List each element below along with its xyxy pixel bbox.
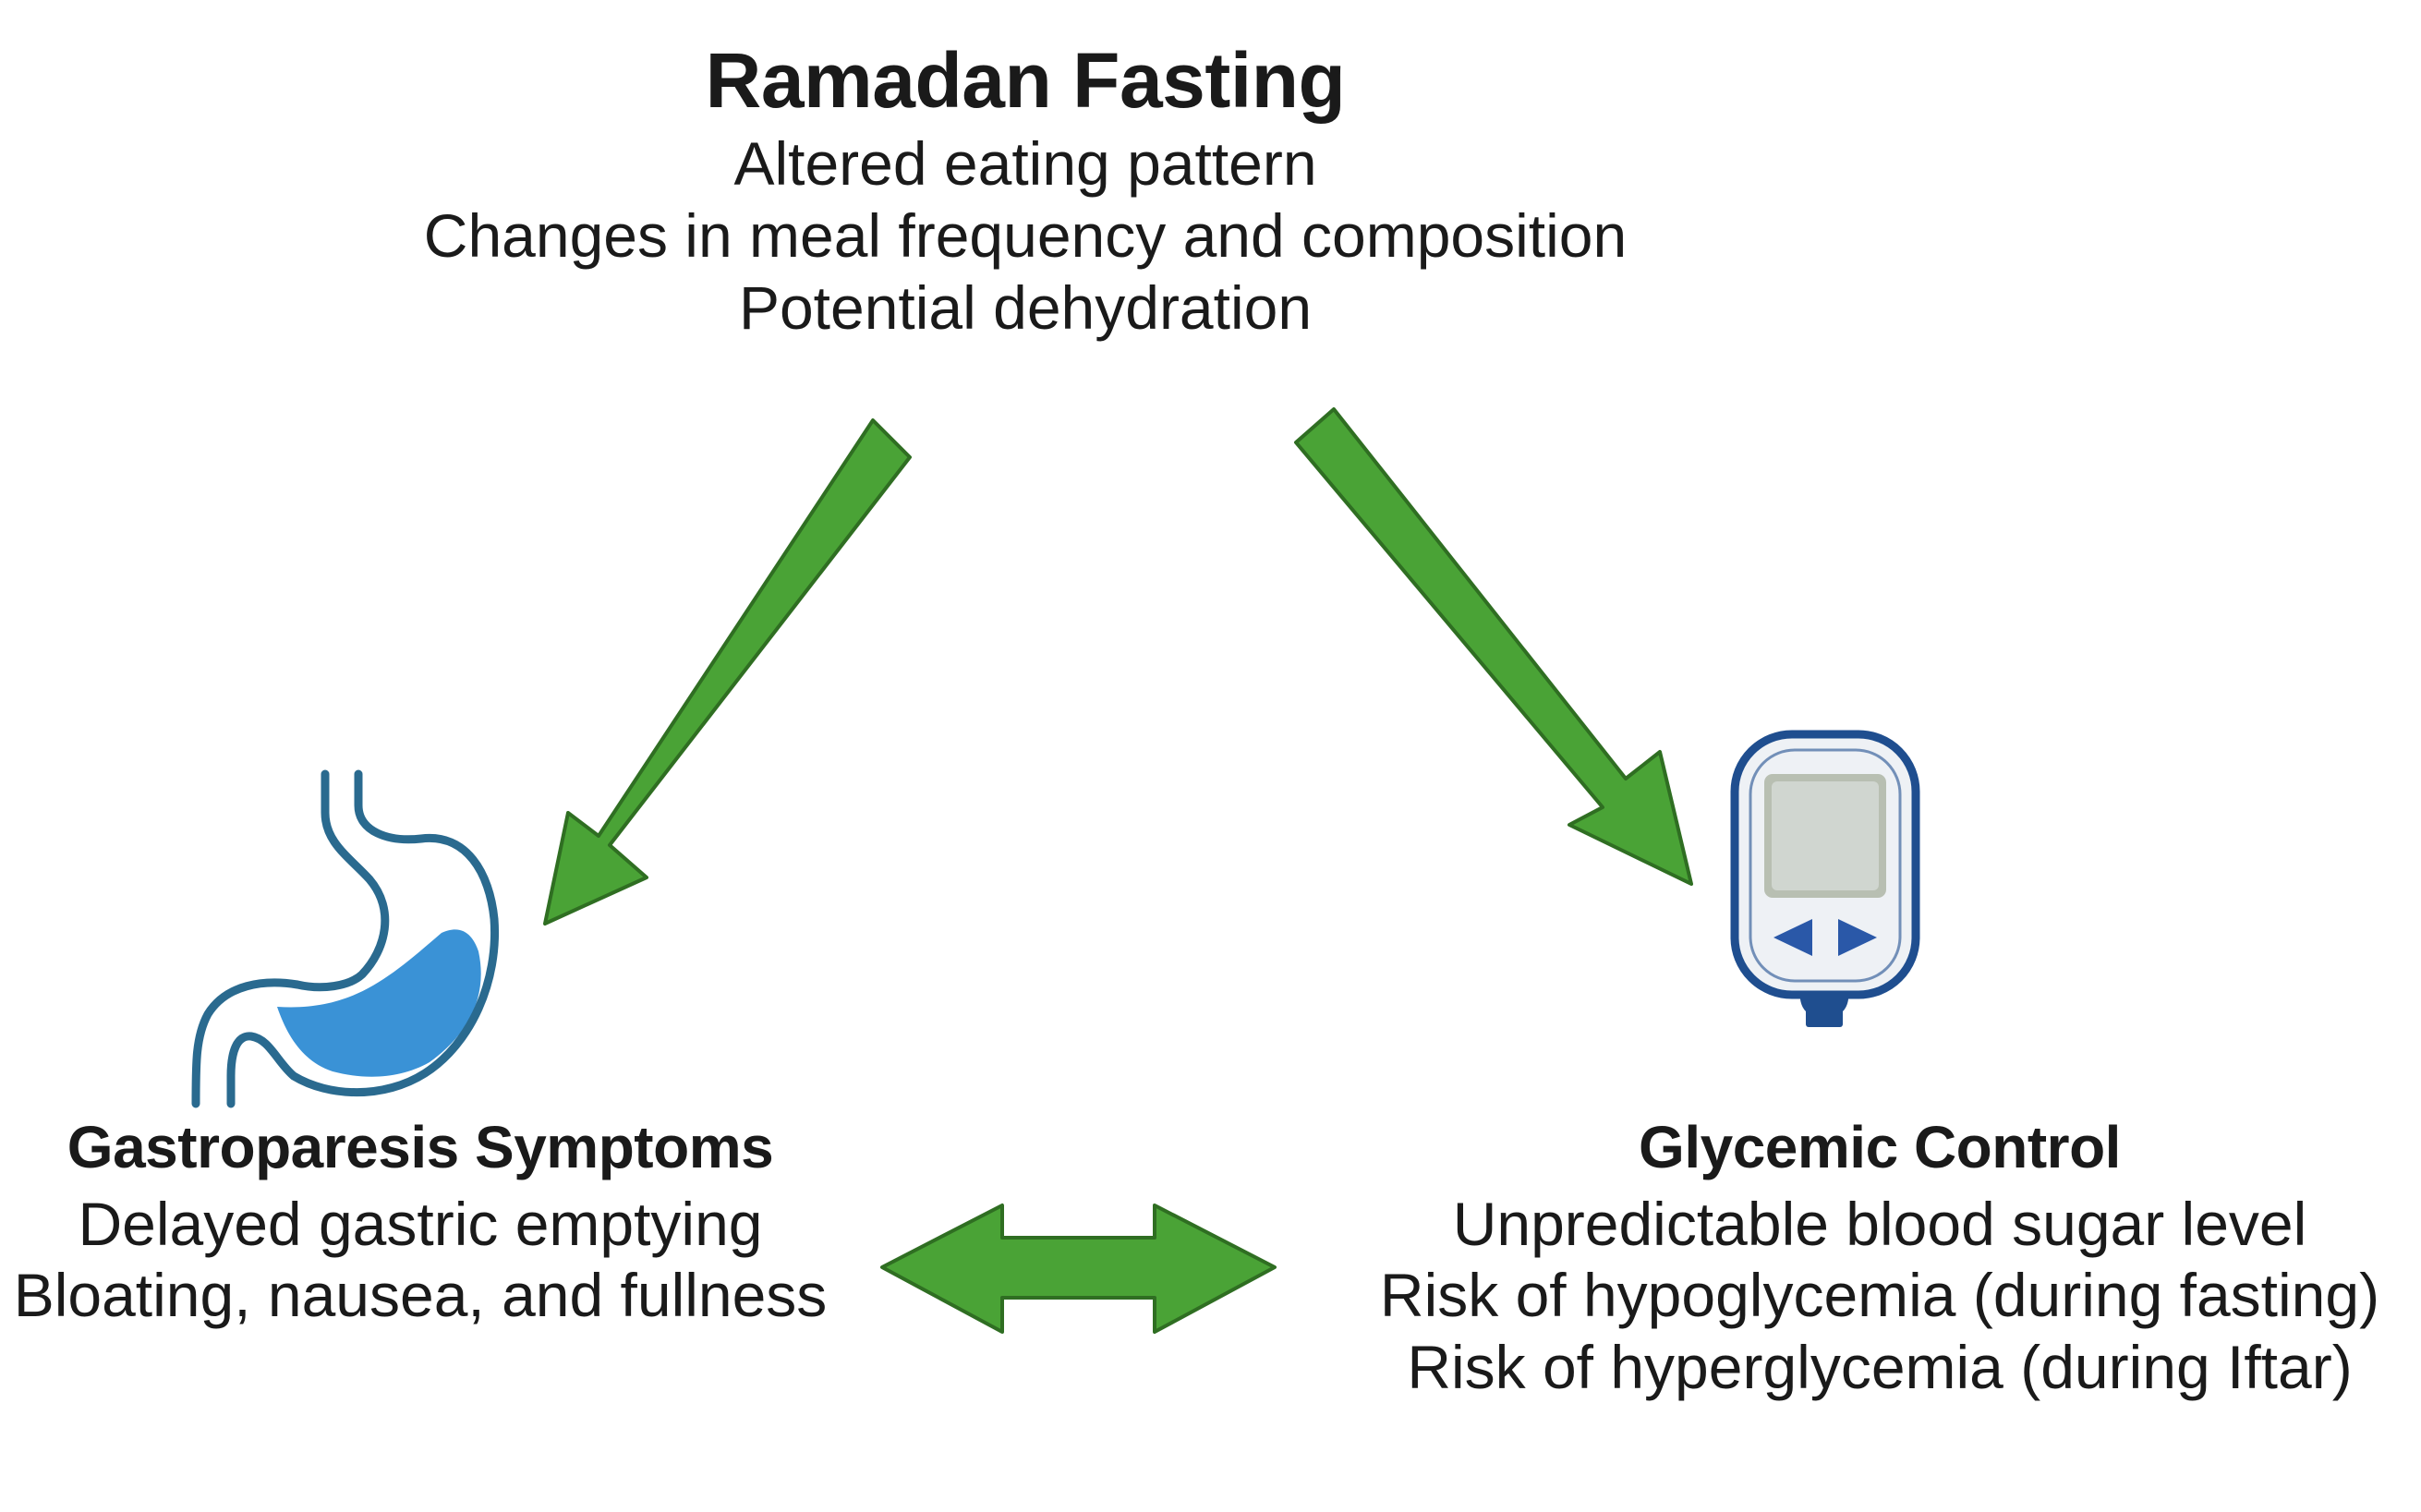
gastroparesis-title: Gastroparesis Symptoms: [67, 1114, 774, 1180]
glucometer-icon: [1730, 730, 1920, 1027]
gastroparesis-line-2: Bloating, nausea, and fullness: [13, 1261, 828, 1330]
gastroparesis-line-1: Delayed gastric emptying: [78, 1189, 763, 1258]
ramadan-fasting-block: Ramadan Fasting Altered eating pattern C…: [286, 35, 1764, 345]
ramadan-line-1: Altered eating pattern: [733, 129, 1317, 199]
gastroparesis-block: Gastroparesis Symptoms Delayed gastric e…: [5, 1113, 836, 1332]
arrow-to-gastroparesis: [543, 418, 912, 925]
glycemic-line-1: Unpredictable blood sugar level: [1452, 1189, 2307, 1258]
arrow-to-glycemic-control: [1294, 407, 1693, 886]
ramadan-line-2: Changes in meal frequency and compositio…: [423, 200, 1628, 270]
glycemic-control-title: Glycemic Control: [1639, 1114, 2121, 1180]
glycemic-line-2: Risk of hypoglycemia (during fasting): [1379, 1261, 2380, 1330]
double-arrow-bidirectional: [880, 1204, 1277, 1334]
ramadan-fasting-title: Ramadan Fasting: [705, 37, 1346, 124]
ramadan-line-3: Potential dehydration: [738, 272, 1313, 342]
glycemic-line-3: Risk of hyperglycemia (during Iftar): [1407, 1333, 2353, 1402]
glycemic-control-block: Glycemic Control Unpredictable blood sug…: [1349, 1113, 2411, 1404]
stomach-icon: [191, 769, 500, 1108]
